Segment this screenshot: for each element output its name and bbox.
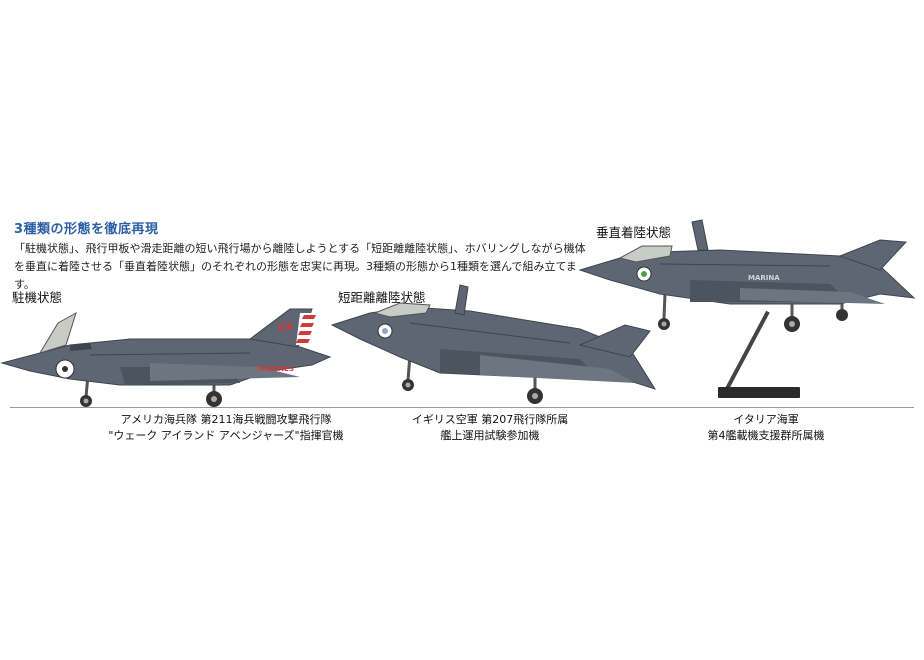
aircraft-parked-image: CF MARINES [0,308,332,407]
fuselage-marking-text: MARINES [258,365,294,373]
state-label-parked: 駐機状態 [12,290,63,305]
state-label-stol: 短距離離陸状態 [338,290,426,305]
state-label-vertical-landing: 垂直着陸状態 [596,225,672,240]
aircraft-vertical-landing-image: MARINA [578,219,916,332]
description: 「駐機状態」、飛行甲板や滑走距離の短い飛行場から離陸しようとする「短距離離陸状態… [14,240,594,294]
caption-stol: イギリス空軍 第207飛行隊所属 艦上運用試験参加機 [400,412,580,444]
ground-line [10,407,914,408]
description-line: 「駐機状態」、飛行甲板や滑走距離の短い飛行場から離陸しようとする「短距離離陸状態… [14,242,586,255]
tail-marking-text: CF [278,321,294,334]
caption-line: 艦上運用試験参加機 [440,429,540,442]
display-stand-base [718,387,800,398]
aircraft-stol-image [330,284,657,404]
section-heading: 3種類の形態を徹底再現 [14,222,159,237]
caption-line: アメリカ海兵隊 第211海兵戦闘攻撃飛行隊 [120,413,332,426]
description-line: を垂直に着陸させる「垂直着陸状態」のそれぞれの形態を忠実に再現。3種類の形態から… [14,260,577,291]
caption-line: 第4艦載機支援群所属機 [707,429,825,442]
caption-line: "ウェーク アイランド アベンジャーズ"指揮官機 [108,429,344,442]
caption-vertical-landing: イタリア海軍 第4艦載機支援群所属機 [696,412,836,444]
caption-line: イギリス空軍 第207飛行隊所属 [411,413,569,426]
fuselage-marking-text: MARINA [748,274,780,282]
caption-line: イタリア海軍 [733,413,799,426]
caption-parked: アメリカ海兵隊 第211海兵戦闘攻撃飛行隊 "ウェーク アイランド アベンジャー… [96,412,356,444]
